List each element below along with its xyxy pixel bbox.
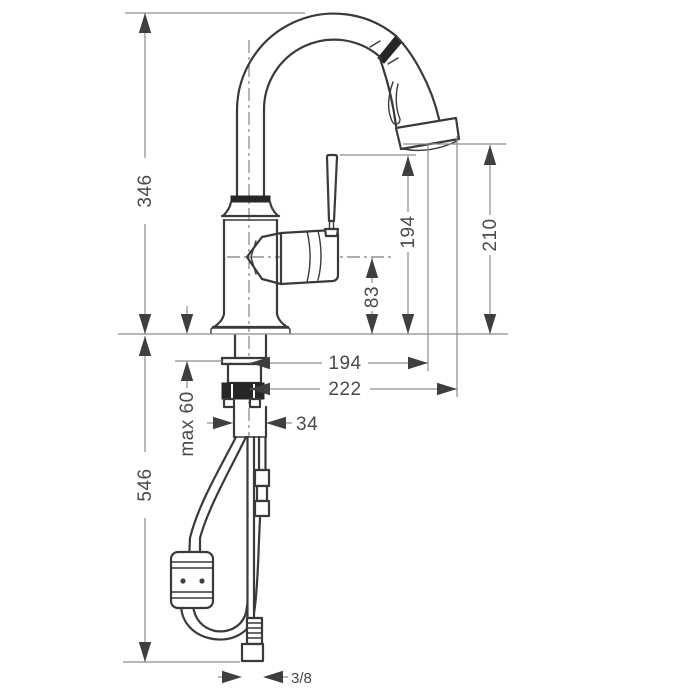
handle-hub-seam2 — [317, 230, 322, 281]
arrow-down — [138, 642, 152, 662]
dimension-210: 210 — [480, 145, 501, 334]
valve-nose — [245, 235, 264, 281]
weight-screw-left — [180, 578, 186, 584]
spout-outer-edge — [235, 12, 398, 199]
dimension-346: 346 — [135, 13, 156, 334]
arrow-down — [365, 314, 379, 334]
mounting-tab-left — [222, 397, 236, 409]
dim-label-194h: 194 — [328, 353, 361, 374]
dimension-3-8: 3/8 — [218, 670, 312, 687]
reference-lines — [118, 12, 508, 663]
spray-head-outlet-face — [402, 140, 458, 152]
hose-coupling-bottom — [253, 499, 271, 518]
dimension-546: 546 — [135, 336, 156, 662]
arrow-up — [401, 156, 415, 176]
faucet-below-counter — [169, 333, 271, 663]
collar-flare-left — [221, 200, 233, 218]
riser-collar-ring — [230, 195, 271, 203]
spray-hose-mask — [259, 437, 266, 470]
arrow-right — [222, 670, 242, 684]
arrow-up — [180, 361, 194, 381]
hose-weight — [169, 550, 215, 610]
valve-top-edge — [260, 231, 283, 239]
handle-hub-seam — [306, 230, 311, 283]
dim-label-546: 546 — [135, 468, 156, 501]
hose-coupling-mid — [255, 484, 269, 503]
supply-connector — [240, 616, 265, 663]
arrow-up — [138, 13, 152, 33]
valve-nose-facet — [250, 240, 257, 275]
dim-label-210: 210 — [480, 218, 501, 251]
weight-screw-right — [199, 578, 205, 584]
mounting-tab-right — [248, 397, 262, 409]
base-plate — [210, 327, 291, 335]
dim-label-3-8: 3/8 — [291, 670, 312, 687]
arrow-down — [180, 314, 194, 334]
dimension-83: 83 — [362, 258, 383, 334]
arrow-up — [138, 336, 152, 356]
arrow-right — [437, 382, 457, 396]
dimension-34: 34 — [207, 414, 318, 435]
valve-bottom-edge — [260, 277, 283, 286]
dim-label-346: 346 — [135, 174, 156, 207]
collar-flare-right — [268, 200, 280, 218]
spray-head-outlet-ring — [394, 116, 461, 151]
joint-tick-upper — [369, 40, 381, 48]
dimension-222: 222 — [250, 379, 457, 400]
arrow-right — [213, 416, 233, 430]
arrow-up — [483, 145, 497, 165]
arrow-left — [250, 356, 270, 370]
shank-block — [226, 362, 263, 385]
arrow-left — [250, 382, 270, 396]
supply-hose-mask — [247, 437, 254, 618]
handle-lever-mount — [323, 227, 340, 238]
spray-head-right-edge — [394, 34, 441, 121]
dim-label-83: 83 — [362, 286, 383, 308]
spray-trigger-hook — [388, 81, 401, 125]
handle-lever — [325, 153, 339, 223]
dim-label-34: 34 — [296, 414, 318, 435]
hose-weight-body — [169, 550, 215, 610]
dimension-max60: max 60 — [177, 306, 198, 457]
spray-head-left-edge — [377, 54, 398, 128]
arrow-up — [365, 258, 379, 278]
arrow-down — [138, 314, 152, 334]
base-flare-right — [275, 312, 289, 329]
joint-tick-lower — [387, 57, 399, 65]
connector-thread — [245, 616, 264, 646]
handle-lever-neck — [328, 220, 335, 230]
spout-inner-edge — [262, 38, 381, 199]
arrow-left — [266, 416, 286, 430]
hose-loop-descent-inner — [198, 435, 248, 562]
dimension-194-reach: 194 — [250, 353, 428, 374]
hose-coupling-top — [253, 468, 271, 488]
hose-loop-return-outer — [179, 516, 262, 641]
arrow-right — [408, 356, 428, 370]
base-flare-left — [212, 312, 226, 329]
dim-label-194v: 194 — [398, 215, 419, 248]
hose-loop-descent-outer — [187, 435, 238, 562]
faucet-above-counter — [210, 12, 461, 442]
connector-nut — [240, 642, 265, 663]
dim-label-max60: max 60 — [177, 391, 198, 456]
spout-joint-ring — [377, 36, 402, 64]
dim-label-222: 222 — [328, 379, 361, 400]
arrow-down — [401, 314, 415, 334]
dimension-194-height: 194 — [398, 156, 419, 334]
arrow-left — [263, 670, 283, 684]
arrow-down — [483, 314, 497, 334]
